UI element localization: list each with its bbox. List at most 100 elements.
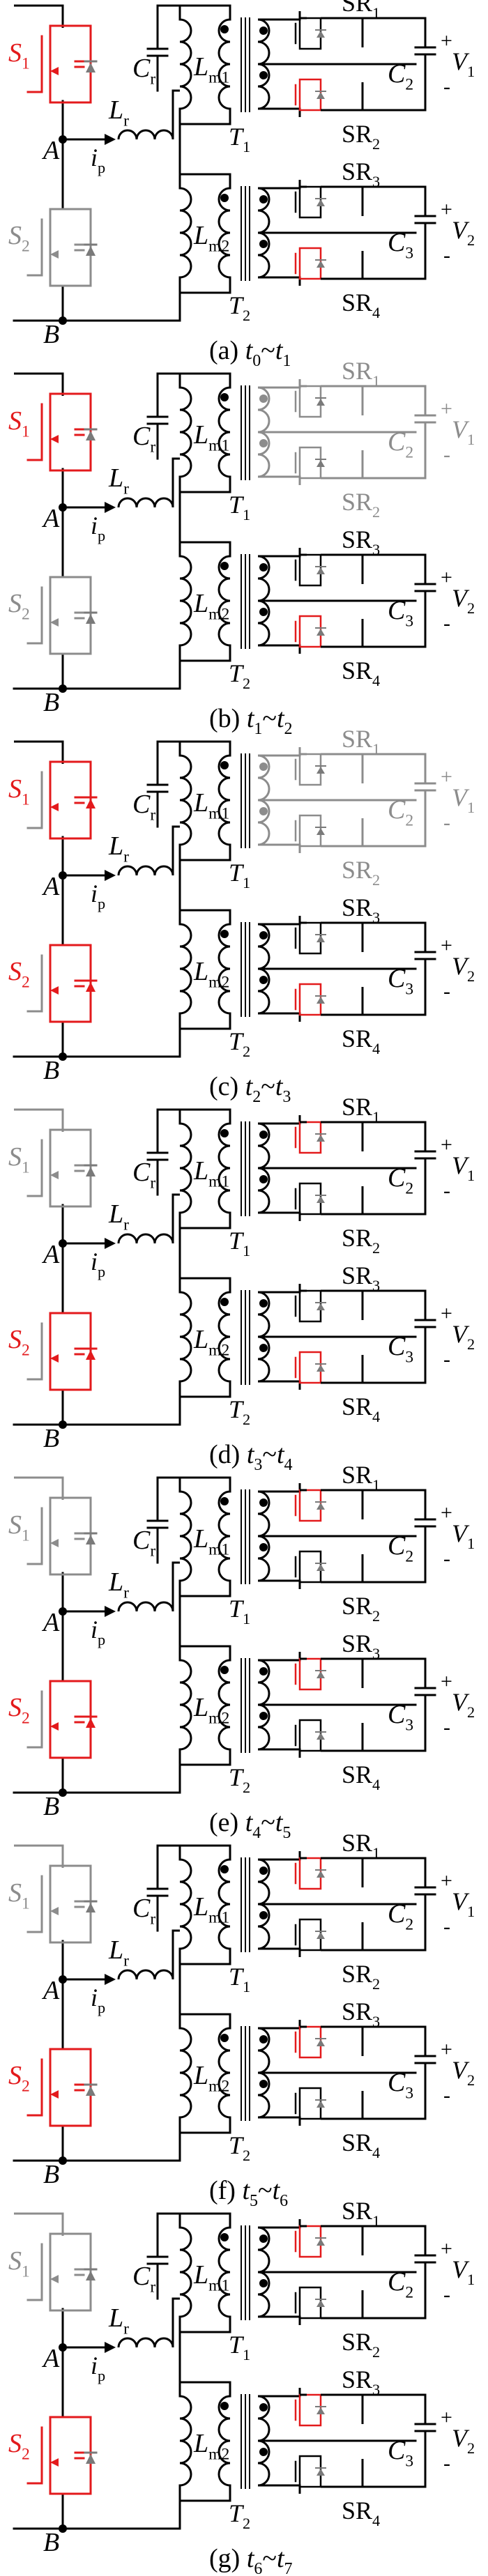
label-s1-sub: 1 (22, 1895, 30, 1913)
switch-sr1 (294, 1857, 326, 1890)
label-sr3-sub: 3 (372, 1645, 380, 1662)
caption-prefix: (f) (209, 2176, 242, 2205)
label-sr2-main: SR (342, 2328, 372, 2356)
label-minus: - (443, 1348, 450, 1371)
label-sr3-sub: 3 (372, 2381, 380, 2398)
sr-channel (298, 921, 307, 955)
caption-prefix: (g) (209, 2544, 247, 2573)
label-v1-main: V (452, 1887, 470, 1915)
sr-diode (317, 1135, 325, 1142)
sr-diode (317, 261, 325, 268)
polarity-dot-sec (259, 1866, 268, 1875)
label-node-b: B (43, 1424, 59, 1453)
label-c3-sub: 3 (405, 981, 413, 999)
polarity-dot-sec (259, 1911, 268, 1919)
sr-diode (317, 629, 325, 636)
sr-channel (298, 247, 307, 280)
label-sr4: SR4 (342, 1761, 380, 1793)
caption-part: t (277, 2544, 285, 2573)
label-ip: ip (91, 144, 105, 176)
out-wire (363, 790, 427, 848)
label-v2-sub: 2 (467, 231, 475, 249)
label-t2: T2 (229, 2131, 250, 2164)
label-sr1-main: SR (342, 0, 372, 17)
switch-sr2 (294, 1550, 326, 1584)
label-sr2-sub: 2 (372, 1607, 380, 1625)
switch-sr2 (294, 2286, 326, 2320)
label-s1: S1 (8, 38, 30, 73)
label-v2-sub: 2 (467, 967, 475, 985)
lr-coil (117, 1601, 174, 1612)
label-sr3: SR3 (342, 1262, 380, 1294)
switch-s1 (26, 392, 98, 472)
label-c2-sub: 2 (405, 1180, 413, 1198)
switch-arrow (50, 2090, 59, 2099)
label-c3: C3 (388, 2068, 413, 2103)
sr-out-wire (321, 2225, 364, 2255)
pri-coil (218, 1122, 231, 1214)
out-wire (363, 753, 427, 783)
label-c3-main: C (388, 964, 406, 993)
label-lm2-main: L (193, 589, 208, 618)
label-lm1: Lm1 (193, 52, 229, 87)
label-sr1: SR1 (342, 1829, 380, 1862)
switch-sr1 (294, 2225, 326, 2258)
caption-part: t (245, 336, 254, 365)
label-ip-main: i (91, 144, 98, 171)
label-c3: C3 (388, 596, 413, 631)
label-sr1-main: SR (342, 725, 372, 753)
switch-sr3 (294, 553, 326, 587)
label-v2: V2 (452, 216, 475, 249)
switch-channel (49, 392, 63, 472)
label-s2-main: S (8, 2429, 22, 2458)
top-rail (14, 740, 64, 764)
label-t1-main: T (229, 1963, 245, 1991)
label-lm2: Lm2 (193, 2429, 229, 2464)
caption-part: 6 (280, 2192, 288, 2210)
top-rail (14, 2212, 64, 2236)
caption-part: 7 (284, 2560, 293, 2576)
label-lm2: Lm2 (193, 2061, 229, 2096)
label-ip-main: i (91, 512, 98, 539)
label-plus: + (441, 1869, 452, 1892)
sec-wire (258, 1115, 301, 1125)
sr-diode (317, 2300, 325, 2307)
caption-part: 2 (252, 1088, 261, 1106)
label-lm1: Lm1 (193, 1524, 229, 1559)
label-lm1: Lm1 (193, 1156, 229, 1191)
pri-coil (218, 923, 231, 1015)
label-cr-main: C (132, 422, 151, 451)
switch-diode-loop (63, 2048, 92, 2127)
sr-channel (298, 1121, 307, 1154)
label-sr2: SR2 (342, 488, 380, 521)
label-sr1-main: SR (342, 1093, 372, 1121)
caption-part: 1 (282, 352, 291, 370)
switch-channel (49, 576, 63, 655)
out-wire (363, 2025, 427, 2056)
sr-out-wire (321, 185, 364, 216)
label-lr-sub: r (123, 1584, 129, 1602)
switch-arrow (50, 803, 59, 811)
sr-diode (317, 1871, 325, 1878)
polarity-dot-sec (259, 1130, 268, 1139)
sec-wire (258, 1748, 301, 1758)
label-sr2-sub: 2 (372, 871, 380, 889)
sr-out-wire (321, 1489, 364, 1519)
label-ip: ip (91, 1984, 105, 2016)
out-wire (363, 553, 427, 584)
label-t1-sub: 1 (243, 2346, 250, 2363)
node-b-dot (59, 684, 67, 693)
lr-to-cr (171, 2297, 180, 2347)
switch-channel (49, 1680, 63, 1759)
pri-coil (218, 754, 231, 846)
label-c3: C3 (388, 1332, 413, 1367)
lr-coil (117, 1233, 174, 1244)
label-c2: C2 (388, 59, 413, 94)
sr-out-wire (321, 1922, 364, 1952)
